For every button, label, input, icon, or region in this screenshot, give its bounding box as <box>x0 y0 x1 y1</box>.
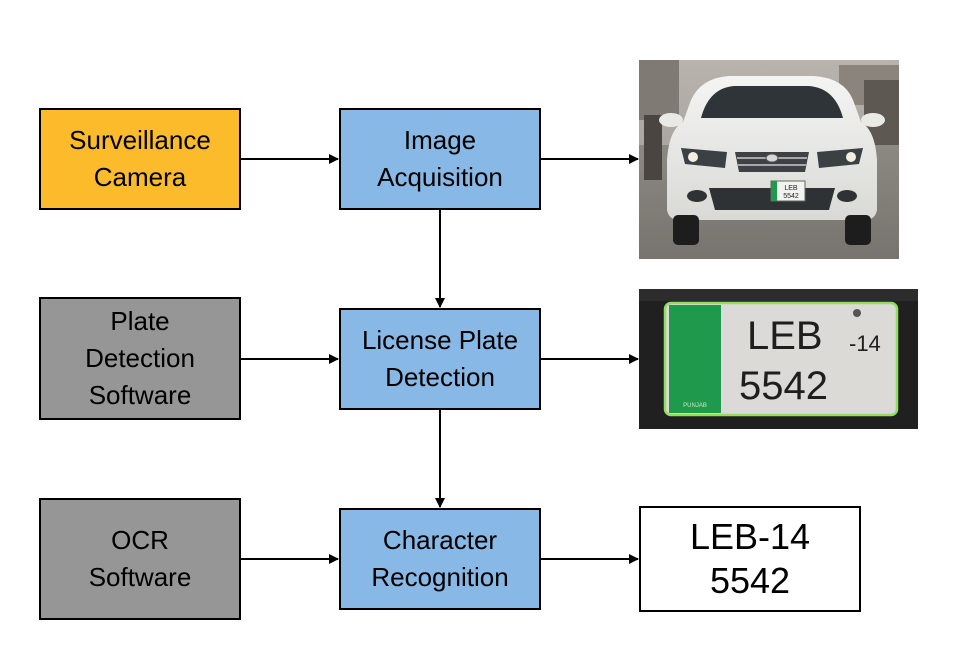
result-line2: 5542 <box>709 560 791 601</box>
car-photo: LEB 5542 <box>639 60 899 259</box>
plate-crop-suffix: -14 <box>849 331 881 356</box>
plate-crop-line2: 5542 <box>739 364 828 408</box>
plate-crop-image: PUNJAB LEB -14 5542 <box>639 289 918 429</box>
plate-crop-line1: LEB <box>747 314 823 358</box>
car-plate-line2: 5542 <box>783 193 799 200</box>
car-plate-line1: LEB <box>784 185 798 192</box>
recognized-plate-output: LEB-14 5542 <box>639 506 861 612</box>
plate-side-text: PUNJAB <box>683 403 707 409</box>
plate-bolt-icon <box>853 309 861 317</box>
result-line1: LEB-14 <box>689 516 811 557</box>
